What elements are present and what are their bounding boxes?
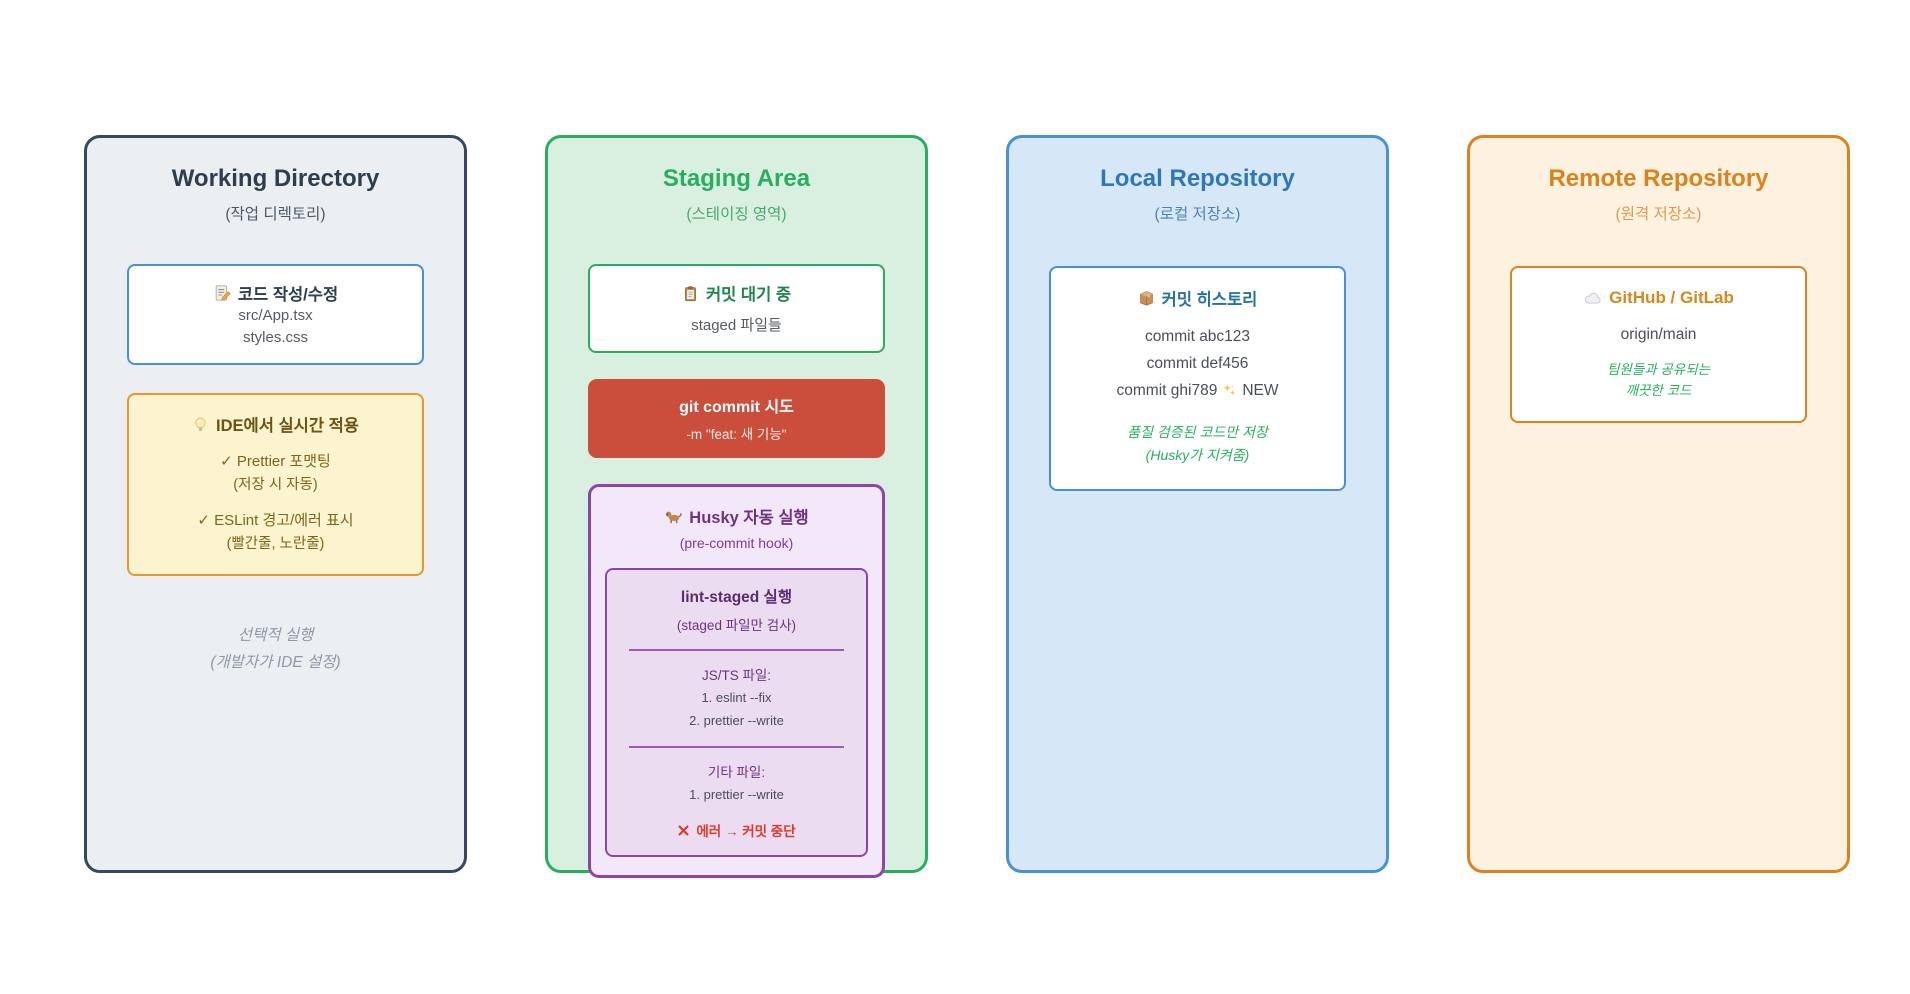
file-name: src/App.tsx (238, 307, 313, 324)
git-workflow-diagram: Working Directory (작업 디렉토리) 코드 작성/수정 src… (84, 135, 1850, 878)
column-remote-repository: Remote Repository (원격 저장소) GitHub / GitL… (1467, 135, 1850, 873)
divider (629, 649, 844, 651)
quality-note: 품질 검증된 코드만 저장 (Husky가 지켜줌) (1059, 421, 1336, 467)
column-subtitle: (로컬 저장소) (1154, 206, 1241, 223)
clipboard-icon (685, 285, 696, 301)
file-name: styles.css (242, 329, 308, 346)
lightbulb-icon (195, 417, 206, 431)
commit-history-card-title-text: 커밋 히스토리 (1161, 291, 1258, 309)
dog-icon (666, 511, 682, 524)
column-local-repository: Local Repository (로컬 저장소) 커밋 히스토리 commit… (1006, 135, 1389, 873)
branch-name: origin/main (1620, 326, 1697, 343)
lint-section-jsts: JS/TS 파일: 1. eslint --fix 2. prettier --… (615, 666, 858, 731)
shared-code-note-line: 팀원들과 공유되는 (1606, 362, 1711, 377)
code-edit-card-title: 코드 작성/수정 (137, 281, 414, 305)
column-title: Local Repository (1100, 165, 1295, 192)
commit-list: commit abc123 commit def456 commit ghi78… (1059, 323, 1336, 404)
commit-entry-text: commit ghi789 (1116, 382, 1218, 399)
ide-item-note: (빨간줄, 노란줄) (226, 536, 325, 552)
lint-section-heading: JS/TS 파일: (701, 668, 772, 683)
lint-staged-card-subtitle: (staged 파일만 검사) (676, 618, 797, 633)
column-subtitle: (작업 디렉토리) (225, 206, 326, 223)
git-commit-card: git commit 시도 -m "feat: 새 기능" (588, 379, 885, 458)
code-edit-card-title-text: 코드 작성/수정 (237, 286, 339, 304)
ide-realtime-card-title: IDE에서 실시간 적용 (137, 412, 414, 436)
remote-host-card-title: GitHub / GitLab (1520, 288, 1797, 308)
code-edit-card: 코드 작성/수정 src/App.tsx styles.css (127, 264, 424, 365)
staged-files-card: 커밋 대기 중 staged 파일들 (588, 264, 885, 353)
staged-files-body: staged 파일들 (691, 317, 782, 334)
footnote-line: (개발자가 IDE 설정) (210, 654, 341, 671)
commit-abort-warning-text: 에러 → 커밋 중단 (696, 824, 796, 839)
column-subtitle: (스테이징 영역) (686, 206, 787, 223)
ide-realtime-card: IDE에서 실시간 적용 ✓ Prettier 포맷팅 (저장 시 자동) ✓ … (127, 393, 424, 576)
remote-host-card-title-text: GitHub / GitLab (1609, 288, 1734, 307)
divider (629, 746, 844, 748)
sparkles-icon (1224, 384, 1236, 396)
ide-realtime-card-title-text: IDE에서 실시간 적용 (216, 417, 359, 435)
commit-entry-new: commit ghi789 NEW (1059, 377, 1336, 404)
quality-note-line: (Husky가 지켜줌) (1145, 447, 1250, 463)
ide-item: ✓ Prettier 포맷팅 (저장 시 자동) (137, 451, 414, 495)
shared-code-note: 팀원들과 공유되는 깨끗한 코드 (1520, 359, 1797, 401)
remote-host-card: GitHub / GitLab origin/main 팀원들과 공유되는 깨끗… (1510, 266, 1807, 423)
husky-hook-subtitle: (pre-commit hook) (679, 535, 794, 551)
optional-run-footnote: 선택적 실행 (개발자가 IDE 설정) (127, 622, 424, 676)
cloud-icon (1585, 292, 1601, 304)
commit-entry-text: commit def456 (1146, 355, 1249, 372)
column-staging-area: Staging Area (스테이징 영역) 커밋 대기 중 staged 파일… (545, 135, 928, 878)
commit-abort-warning: 에러 → 커밋 중단 (615, 820, 858, 840)
package-icon (1139, 290, 1153, 306)
git-commit-card-title: git commit 시도 (679, 399, 794, 416)
lint-step: 1. eslint --fix (701, 690, 772, 705)
ide-item-label: ✓ ESLint 경고/에러 표시 (197, 512, 354, 529)
memo-icon (215, 285, 231, 301)
husky-hook-card-title-text: Husky 자동 실행 (689, 509, 809, 527)
ide-item: ✓ ESLint 경고/에러 표시 (빨간줄, 노란줄) (137, 510, 414, 554)
staged-files-card-title-text: 커밋 대기 중 (705, 286, 792, 304)
column-working-directory: Working Directory (작업 디렉토리) 코드 작성/수정 src… (84, 135, 467, 873)
lint-step: 2. prettier --write (689, 713, 784, 728)
shared-code-note-line: 깨끗한 코드 (1625, 383, 1692, 398)
quality-note-line: 품질 검증된 코드만 저장 (1127, 424, 1268, 440)
column-title: Staging Area (662, 165, 811, 192)
lint-section-other: 기타 파일: 1. prettier --write (615, 763, 858, 805)
commit-entry: commit abc123 (1059, 323, 1336, 350)
commit-entry: commit def456 (1059, 350, 1336, 377)
commit-history-card-title: 커밋 히스토리 (1059, 286, 1336, 310)
lint-staged-card-title: lint-staged 실행 (680, 589, 793, 606)
lint-staged-card: lint-staged 실행 (staged 파일만 검사) JS/TS 파일:… (605, 568, 868, 857)
lint-section-heading: 기타 파일: (707, 765, 766, 780)
commit-entry-text: commit abc123 (1144, 328, 1251, 345)
lint-step: 1. prettier --write (689, 787, 784, 802)
footnote-line: 선택적 실행 (237, 627, 314, 644)
staged-files-card-title: 커밋 대기 중 (598, 281, 875, 305)
column-title: Working Directory (171, 165, 380, 192)
new-badge: NEW (1242, 382, 1279, 399)
cross-icon (678, 824, 689, 836)
husky-hook-card: Husky 자동 실행 (pre-commit hook) lint-stage… (588, 484, 885, 878)
ide-item-note: (저장 시 자동) (233, 477, 318, 493)
commit-history-card: 커밋 히스토리 commit abc123 commit def456 comm… (1049, 266, 1346, 491)
column-title: Remote Repository (1548, 165, 1769, 192)
husky-hook-card-title: Husky 자동 실행 (605, 504, 868, 528)
git-commit-card-message: -m "feat: 새 기능" (686, 427, 787, 442)
ide-item-label: ✓ Prettier 포맷팅 (220, 453, 331, 470)
column-subtitle: (원격 저장소) (1615, 206, 1702, 223)
